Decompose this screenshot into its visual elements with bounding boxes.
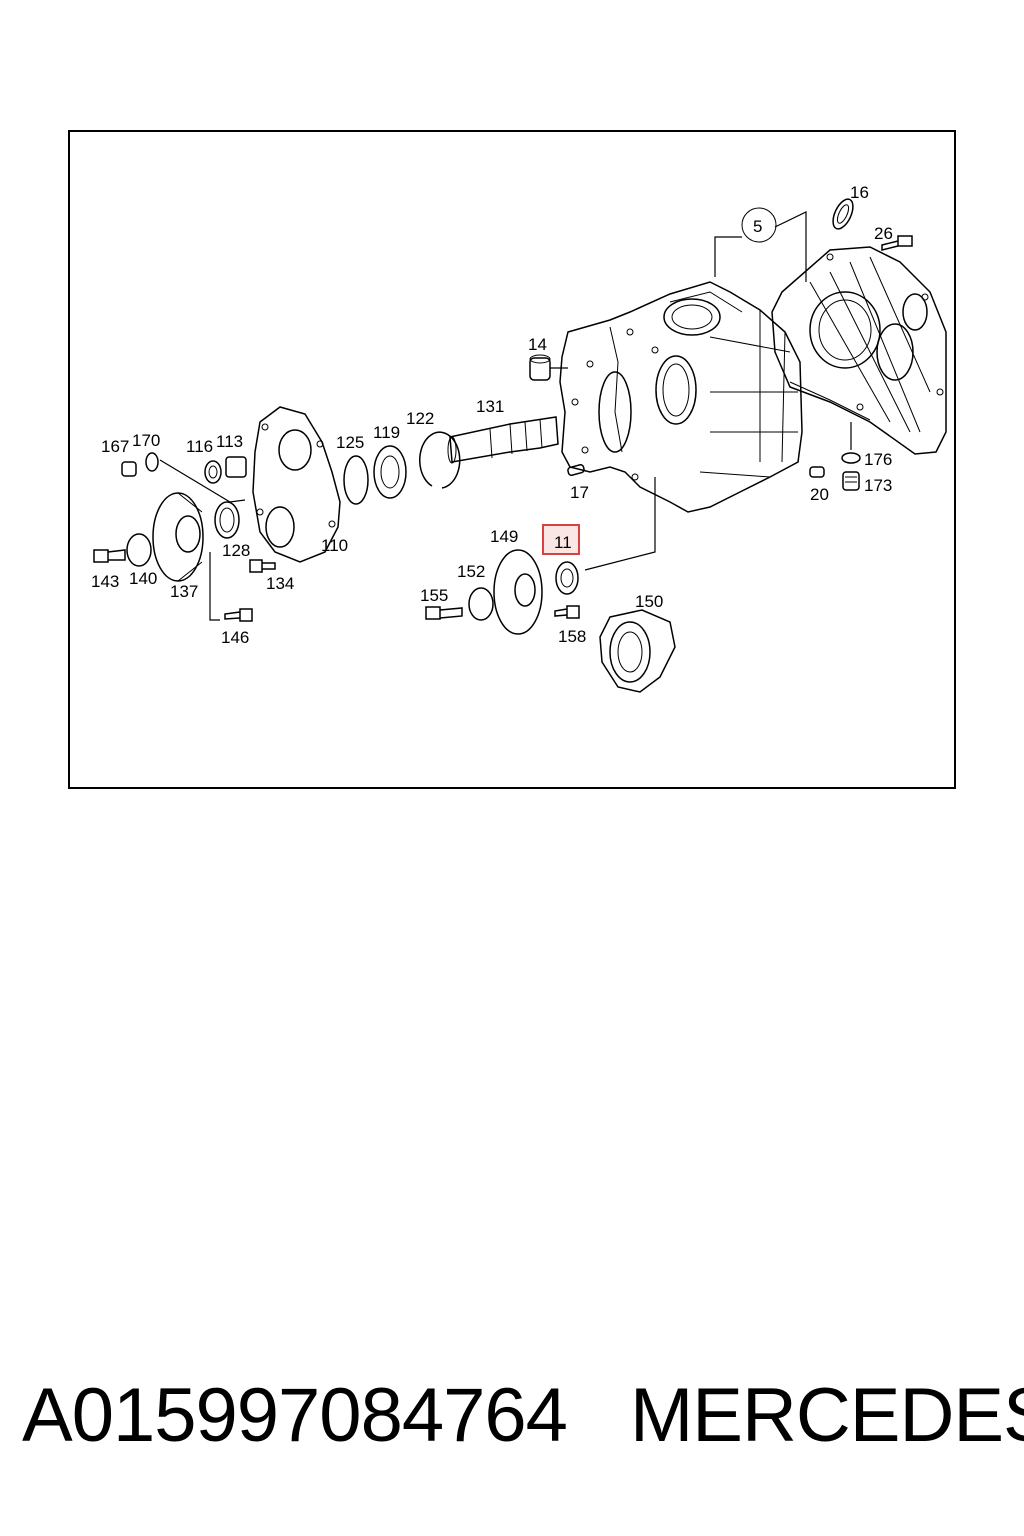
part-110-cover-drawing xyxy=(252,406,341,563)
callout-173: 173 xyxy=(864,476,892,495)
callout-26: 26 xyxy=(874,224,893,243)
callout-143: 143 xyxy=(91,572,119,591)
part-158-bolt-drawing xyxy=(554,605,580,619)
part-20-pin-drawing xyxy=(809,466,825,478)
part-131-shaft-drawing xyxy=(447,416,559,464)
callout-20: 20 xyxy=(810,485,829,504)
part-176-ring-drawing xyxy=(841,452,861,464)
exploded-parts-diagram: 5 14 16 17 20 26 110 113 116 119 122 125… xyxy=(91,183,947,693)
callout-170: 170 xyxy=(132,431,160,450)
part-5-circle xyxy=(741,207,777,243)
part-173-plug-drawing xyxy=(842,471,860,491)
callout-150: 150 xyxy=(635,592,663,611)
callout-140: 140 xyxy=(129,569,157,588)
callout-5: 5 xyxy=(753,217,762,236)
part-149-flange-drawing xyxy=(493,549,543,635)
callout-155: 155 xyxy=(420,586,448,605)
callout-176: 176 xyxy=(864,450,892,469)
callout-17: 17 xyxy=(570,483,589,502)
part-128-seal-drawing xyxy=(214,501,240,539)
rear-housing-drawing xyxy=(771,246,947,455)
callout-149: 149 xyxy=(490,527,518,546)
highlight-box-11 xyxy=(542,524,580,555)
callout-134: 134 xyxy=(266,574,294,593)
footer: A015997084764 MERCEDES xyxy=(0,1372,1024,1482)
callout-110: 110 xyxy=(321,536,348,555)
callout-16: 16 xyxy=(850,183,869,202)
part-11-seal-drawing xyxy=(555,477,656,595)
part-125-oring-drawing xyxy=(343,455,369,505)
part-134-146-drawing xyxy=(209,552,276,622)
callout-152: 152 xyxy=(457,562,485,581)
callout-146: 146 xyxy=(221,628,249,647)
part-16-seal-drawing xyxy=(832,198,854,230)
callout-167: 167 xyxy=(101,437,129,456)
part-119-bearing-drawing xyxy=(373,445,407,499)
callout-116: 116 xyxy=(186,437,213,456)
part-140-143-drawing xyxy=(93,533,152,567)
callout-14: 14 xyxy=(528,335,547,354)
part-14-sleeve-drawing xyxy=(529,354,551,381)
callout-128: 128 xyxy=(222,541,250,560)
callout-137: 137 xyxy=(170,582,198,601)
transfer-case-housing-drawing xyxy=(559,281,803,513)
part-137-flange-drawing xyxy=(152,492,204,582)
callout-125: 125 xyxy=(336,433,364,452)
callout-158: 158 xyxy=(558,627,586,646)
callout-11-highlighted: 11 xyxy=(554,533,572,552)
part-150-drawing xyxy=(599,609,676,693)
callout-131: 131 xyxy=(476,397,504,416)
callout-122: 122 xyxy=(406,409,434,428)
part-122-snap-ring-drawing xyxy=(419,431,461,489)
part-number: A015997084764 xyxy=(22,1373,568,1458)
diagram-frame: 5 14 16 17 20 26 110 113 116 119 122 125… xyxy=(68,130,956,789)
part-17-pin-drawing xyxy=(567,463,585,477)
part-152-155-drawing xyxy=(425,587,494,621)
part-116-113-drawing xyxy=(204,456,247,484)
part-26-bolt-drawing xyxy=(881,235,913,251)
brand-name: MERCEDES xyxy=(630,1373,1024,1458)
part-5-bracket xyxy=(714,211,807,282)
callout-113: 113 xyxy=(216,432,243,451)
callout-119: 119 xyxy=(373,423,400,442)
